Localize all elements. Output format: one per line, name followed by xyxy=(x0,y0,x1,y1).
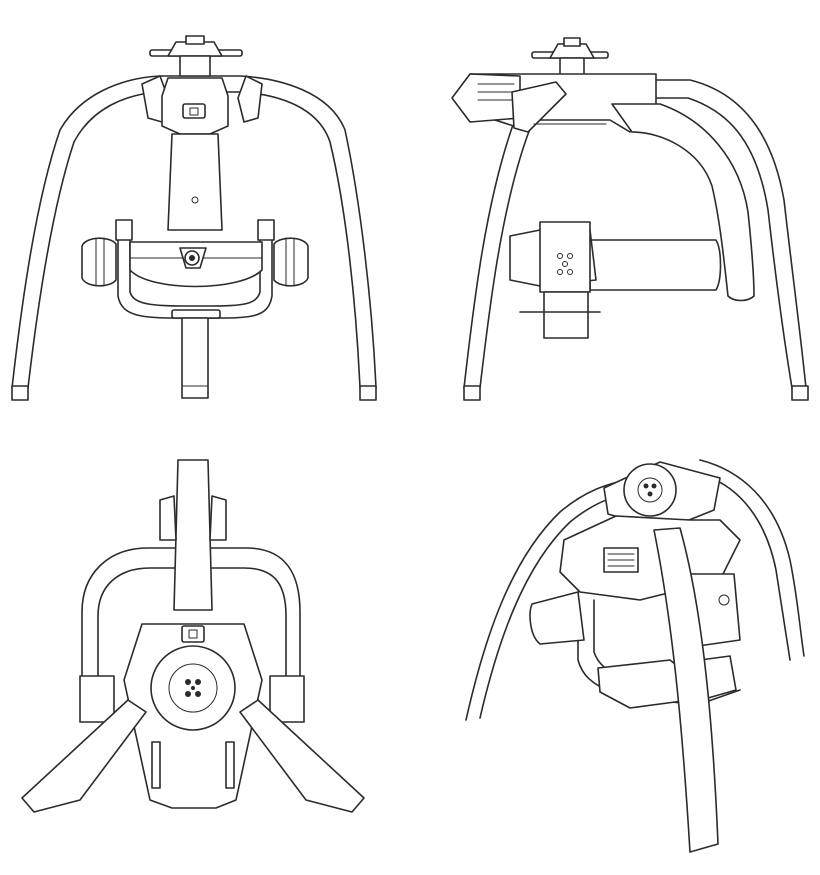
side-camera-mount xyxy=(543,291,589,339)
front-tail-handle xyxy=(181,317,209,399)
bottom-left-rail xyxy=(151,741,161,789)
side-right-foot xyxy=(791,385,809,401)
persp-front-leg xyxy=(653,527,719,853)
side-roll-tube xyxy=(589,239,722,291)
side-control-panel xyxy=(451,73,521,123)
side-motor-plate xyxy=(509,221,601,339)
persp-left-grip xyxy=(529,591,585,645)
bottom-lock-icon xyxy=(181,625,205,643)
side-top-mount xyxy=(531,37,609,77)
persp-right-leg xyxy=(699,459,805,657)
front-right-clamp xyxy=(237,75,263,123)
persp-mount-disc xyxy=(623,463,677,517)
side-vertical-arm xyxy=(611,103,755,302)
persp-left-leg xyxy=(465,479,627,721)
bottom-view xyxy=(21,459,365,813)
bottom-right-rail xyxy=(225,741,235,789)
bottom-left-leg xyxy=(21,699,147,813)
front-left-grip xyxy=(81,237,117,287)
bottom-center-arm xyxy=(173,459,213,611)
front-yoke xyxy=(115,219,275,399)
perspective-view xyxy=(465,459,805,853)
front-right-grip xyxy=(273,237,309,287)
bottom-body xyxy=(123,623,263,809)
front-center-body xyxy=(161,77,229,231)
front-right-foot xyxy=(359,385,377,401)
side-left-foot xyxy=(463,385,481,401)
side-view xyxy=(451,37,809,401)
front-lock-icon xyxy=(182,103,206,119)
bottom-right-leg xyxy=(239,699,365,813)
front-top-mount xyxy=(149,35,243,77)
front-view xyxy=(11,35,377,401)
front-left-foot xyxy=(11,385,29,401)
